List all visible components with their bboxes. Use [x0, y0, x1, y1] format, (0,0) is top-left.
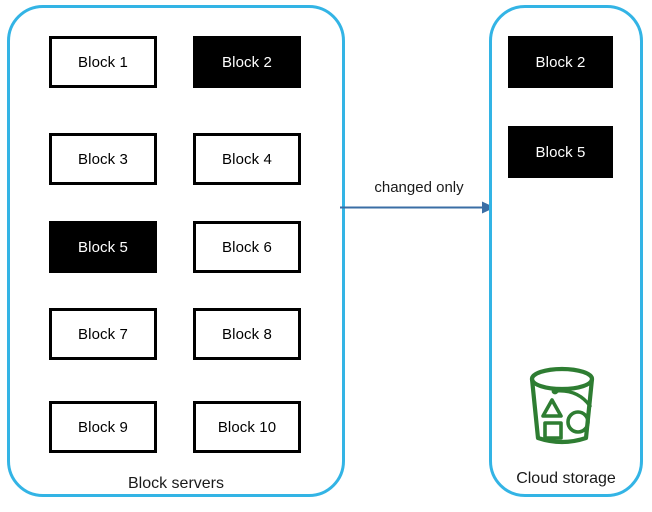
cloud-storage-caption: Cloud storage — [516, 470, 616, 487]
block-tile-label: Block 3 — [78, 150, 128, 168]
block-tile-9: Block 9 — [49, 401, 157, 453]
block-tile-10: Block 10 — [193, 401, 301, 453]
block-tile-7: Block 7 — [49, 308, 157, 360]
block-tile-6: Block 6 — [193, 221, 301, 273]
block-tile-label: Block 5 — [78, 238, 128, 256]
changed-only-arrow-group: changed only — [340, 180, 498, 220]
cloud-block-tile-5: Block 5 — [508, 126, 613, 178]
block-tile-label: Block 2 — [222, 53, 272, 71]
block-tile-label: Block 10 — [217, 418, 277, 436]
block-tile-label: Block 4 — [222, 150, 272, 168]
block-tile-4: Block 4 — [193, 133, 301, 185]
block-servers-caption: Block servers — [127, 475, 225, 492]
block-tile-5: Block 5 — [49, 221, 157, 273]
block-tile-label: Block 9 — [78, 418, 128, 436]
cloud-storage-panel: Block 2 Block 5 Cloud storage — [489, 5, 643, 497]
block-servers-panel: Block 1 Block 2 Block 3 Block 4 Block 5 … — [7, 5, 345, 497]
arrow-label: changed only — [374, 179, 464, 196]
block-tile-3: Block 3 — [49, 133, 157, 185]
block-tile-label: Block 2 — [535, 53, 586, 71]
block-tile-1: Block 1 — [49, 36, 157, 88]
block-tile-label: Block 6 — [222, 238, 272, 256]
block-tile-label: Block 5 — [535, 143, 586, 161]
block-tile-8: Block 8 — [193, 308, 301, 360]
cloud-storage-bucket-icon — [529, 366, 595, 445]
arrow-right-icon — [340, 201, 495, 214]
block-tile-label: Block 1 — [78, 53, 128, 71]
block-tile-label: Block 7 — [78, 325, 128, 343]
block-tile-label: Block 8 — [222, 325, 272, 343]
block-tile-2: Block 2 — [193, 36, 301, 88]
cloud-block-tile-2: Block 2 — [508, 36, 613, 88]
